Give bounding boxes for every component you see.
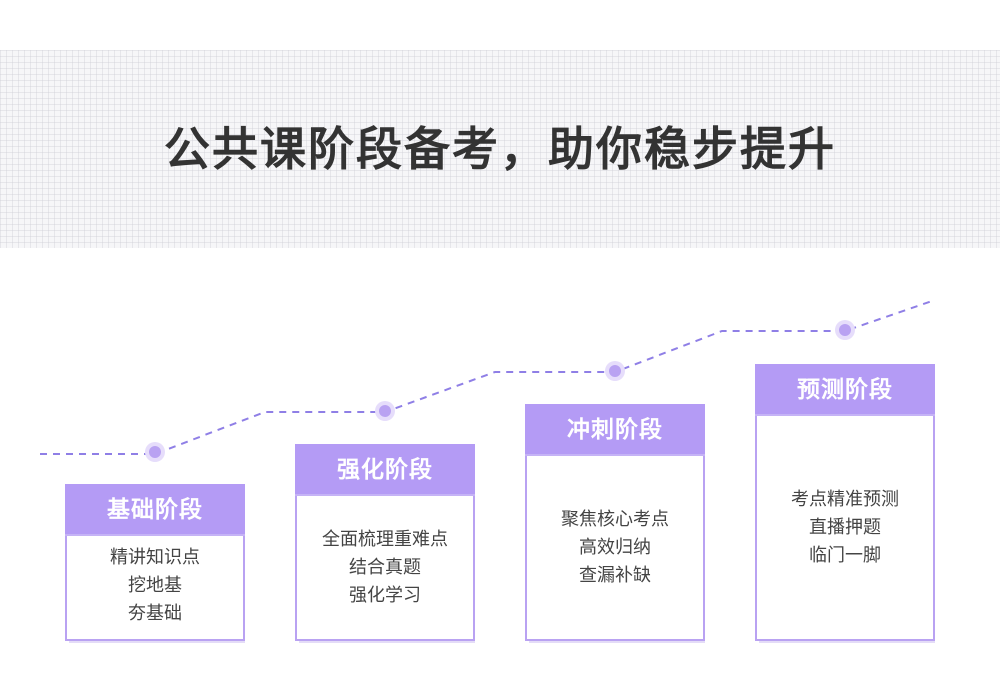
stage-point: 考点精准预测 [791, 489, 899, 510]
stage-card-predict: 预测阶段 考点精准预测 直播押题 临门一脚 [755, 364, 935, 643]
stage-point: 高效归纳 [579, 537, 651, 558]
stage-point: 直播押题 [809, 517, 881, 538]
stage-points: 考点精准预测 直播押题 临门一脚 [755, 486, 935, 570]
progress-dot-2 [375, 401, 395, 421]
stage-card-basic: 基础阶段 精讲知识点 挖地基 夯基础 [65, 484, 245, 643]
stage-point: 夯基础 [128, 603, 182, 624]
stage-title: 预测阶段 [755, 364, 935, 416]
progress-dot-4 [835, 320, 855, 340]
stage-card-strengthen: 强化阶段 全面梳理重难点 结合真题 强化学习 [295, 444, 475, 643]
stage-points: 聚焦核心考点 高效归纳 查漏补缺 [525, 506, 705, 590]
stage-point: 临门一脚 [809, 545, 881, 566]
stage-card-sprint: 冲刺阶段 聚焦核心考点 高效归纳 查漏补缺 [525, 404, 705, 643]
stage-point: 查漏补缺 [579, 565, 651, 586]
progress-dot-1 [145, 442, 165, 462]
stage-title: 基础阶段 [65, 484, 245, 536]
stage-point: 聚焦核心考点 [561, 509, 669, 530]
stage-point: 挖地基 [128, 575, 182, 596]
stage-points: 精讲知识点 挖地基 夯基础 [65, 544, 245, 628]
stage-point: 强化学习 [349, 585, 421, 606]
progress-dot-3 [605, 361, 625, 381]
stage-point: 结合真题 [349, 557, 421, 578]
stage-point: 全面梳理重难点 [322, 529, 448, 550]
page-title: 公共课阶段备考，助你稳步提升 [164, 122, 836, 176]
stage-points: 全面梳理重难点 结合真题 强化学习 [295, 526, 475, 610]
stage-title: 冲刺阶段 [525, 404, 705, 456]
stage-title: 强化阶段 [295, 444, 475, 496]
stage-point: 精讲知识点 [110, 547, 200, 568]
header-band [0, 50, 1000, 248]
progress-dashed-line [40, 299, 936, 455]
